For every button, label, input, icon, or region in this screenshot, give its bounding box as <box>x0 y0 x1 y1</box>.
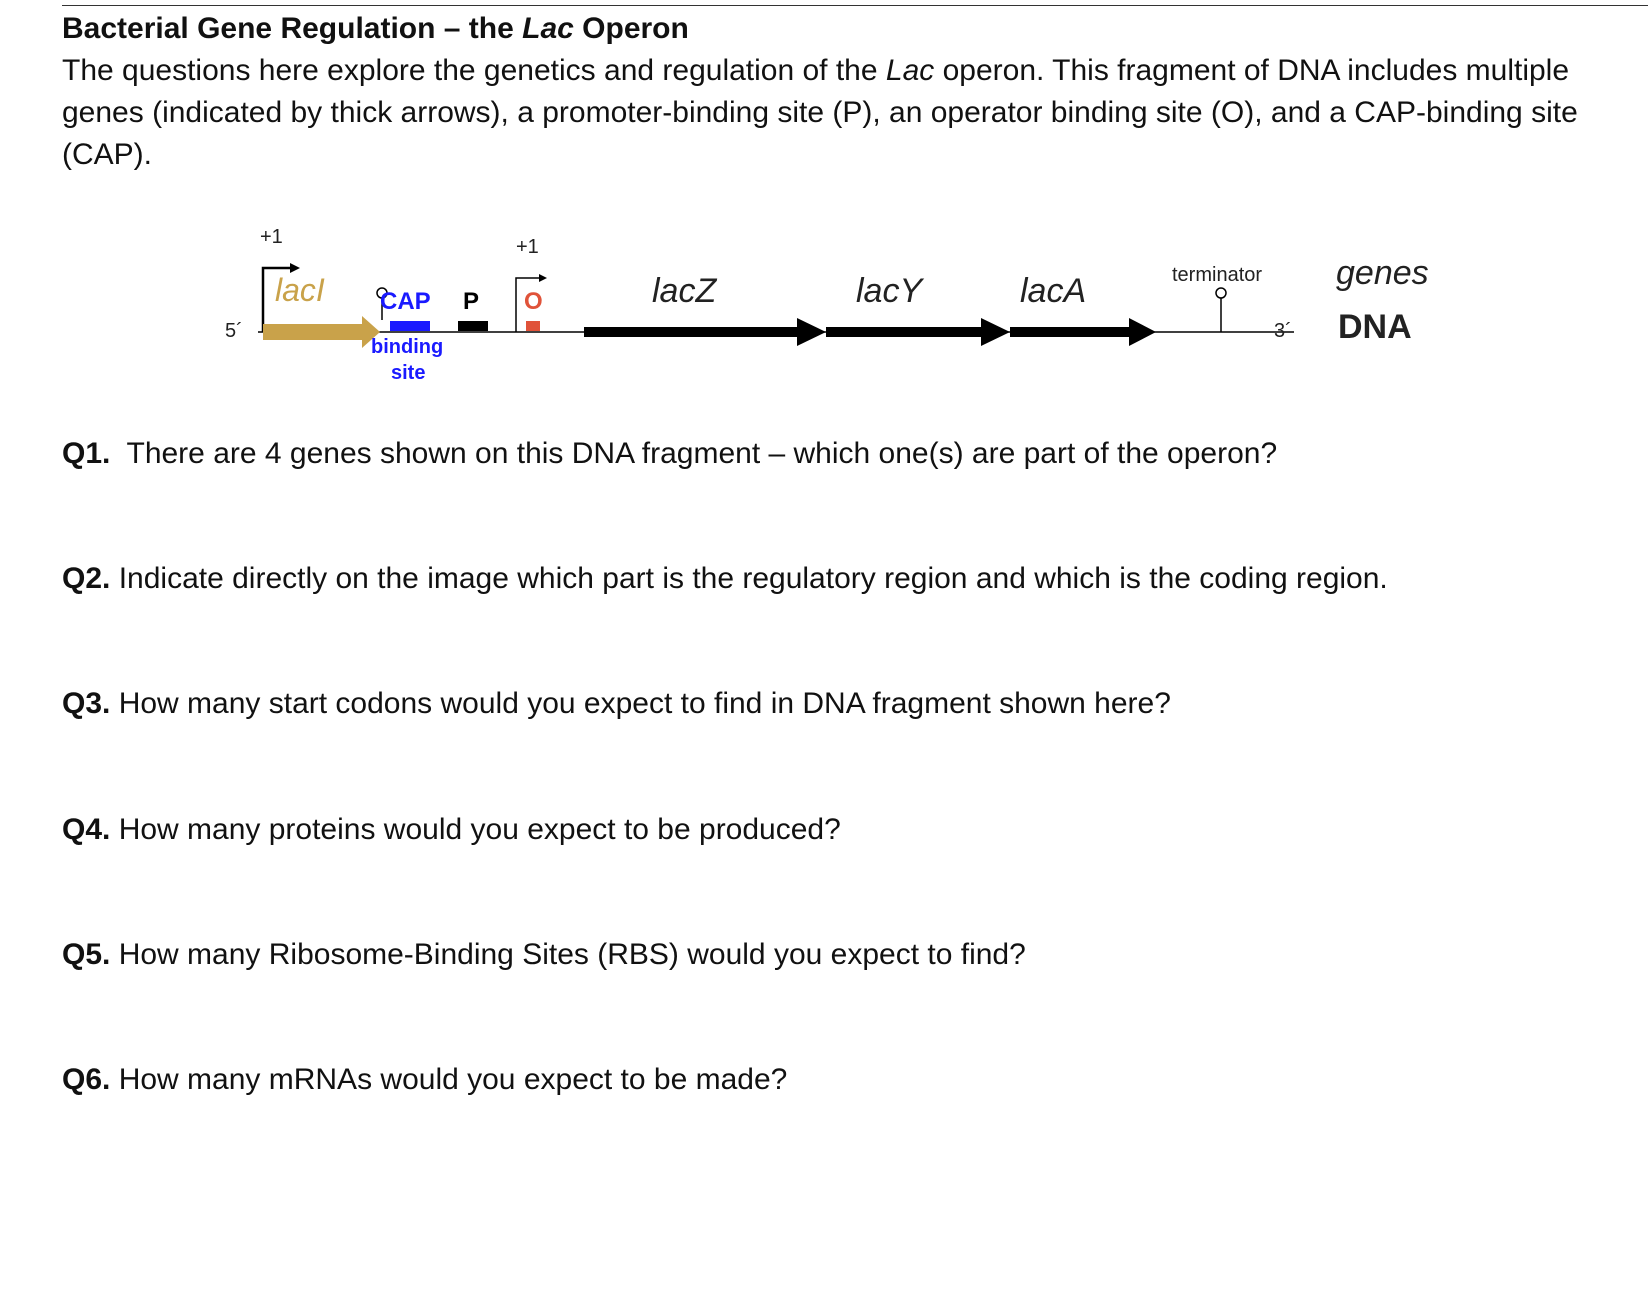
question-4-number: Q4. <box>62 813 111 846</box>
lacy-label: lacY <box>856 272 923 310</box>
question-4-text: How many proteins would you expect to be… <box>110 813 841 846</box>
question-1: Q1. There are 4 genes shown on this DNA … <box>62 434 1277 474</box>
question-3-number: Q3. <box>62 687 111 720</box>
legend-genes: genes <box>1336 254 1429 292</box>
question-3-text: How many start codons would you expect t… <box>110 687 1171 720</box>
promoter-box <box>458 321 488 331</box>
title-prefix: Bacterial Gene Regulation – the <box>62 12 523 45</box>
title-emphasis: Lac <box>522 12 574 45</box>
question-1-text: There are 4 genes shown on this DNA frag… <box>110 437 1278 470</box>
tss-label-1: +1 <box>260 226 283 248</box>
cap-site-label: site <box>391 362 426 384</box>
laca-label: lacA <box>1020 272 1087 310</box>
question-5-text: How many Ribosome-Binding Sites (RBS) wo… <box>110 938 1026 971</box>
lacz-arrowhead <box>797 318 826 346</box>
tss-arrow-2 <box>515 277 540 332</box>
five-prime-end: 5´ <box>225 320 243 342</box>
tss-arrow-1 <box>261 266 290 332</box>
legend-dna: DNA <box>1338 308 1412 346</box>
laci-gene-arrow <box>263 324 363 340</box>
laci-terminator-head <box>376 287 388 299</box>
question-2: Q2. Indicate directly on the image which… <box>62 559 1388 599</box>
promoter-label: P <box>463 288 480 315</box>
terminator-label: terminator <box>1172 264 1263 286</box>
tss-arrowhead-2 <box>539 274 547 282</box>
laca-arrowhead <box>1129 318 1156 346</box>
lacy-gene-arrow <box>826 327 982 337</box>
intro-paragraph: The questions here explore the genetics … <box>62 50 1592 176</box>
question-4: Q4. How many proteins would you expect t… <box>62 810 841 850</box>
question-3: Q3. How many start codons would you expe… <box>62 684 1171 724</box>
operon-svg <box>258 263 1294 348</box>
question-1-number: Q1. <box>62 437 111 470</box>
tss-label-2: +1 <box>516 236 539 258</box>
three-prime-end: 3´ <box>1274 320 1292 342</box>
operator-label: O <box>524 288 543 315</box>
lac-operon-diagram: +1 +1 5´ 3´ lacI CAP binding site P O la… <box>0 220 1648 400</box>
question-5-number: Q5. <box>62 938 111 971</box>
cap-label: CAP <box>380 288 431 315</box>
intro-emphasis: Lac <box>885 54 935 87</box>
lacy-arrowhead <box>981 318 1010 346</box>
question-6: Q6. How many mRNAs would you expect to b… <box>62 1060 787 1100</box>
top-rule <box>62 5 1648 6</box>
question-2-number: Q2. <box>62 562 111 595</box>
laca-gene-arrow <box>1010 327 1130 337</box>
laci-label: lacI <box>275 272 325 308</box>
operator-box <box>526 321 540 331</box>
question-5: Q5. How many Ribosome-Binding Sites (RBS… <box>62 935 1026 975</box>
page-title: Bacterial Gene Regulation – the Lac Oper… <box>62 8 1622 50</box>
laci-arrowhead <box>362 316 380 348</box>
terminator-head <box>1215 287 1227 299</box>
document-header: Bacterial Gene Regulation – the Lac Oper… <box>62 8 1622 176</box>
question-6-text: How many mRNAs would you expect to be ma… <box>110 1063 788 1096</box>
cap-binding-label: binding <box>371 336 444 358</box>
lacz-gene-arrow <box>584 327 798 337</box>
lacz-label: lacZ <box>652 272 717 310</box>
cap-binding-box <box>390 321 430 331</box>
question-6-number: Q6. <box>62 1063 111 1096</box>
title-suffix: Operon <box>573 12 689 45</box>
intro-prefix: The questions here explore the genetics … <box>62 54 886 87</box>
intro-suffix: operon. This fragment of DNA includes mu… <box>62 54 1578 171</box>
tss-arrowhead-1 <box>290 263 300 273</box>
question-2-text: Indicate directly on the image which par… <box>110 562 1388 595</box>
